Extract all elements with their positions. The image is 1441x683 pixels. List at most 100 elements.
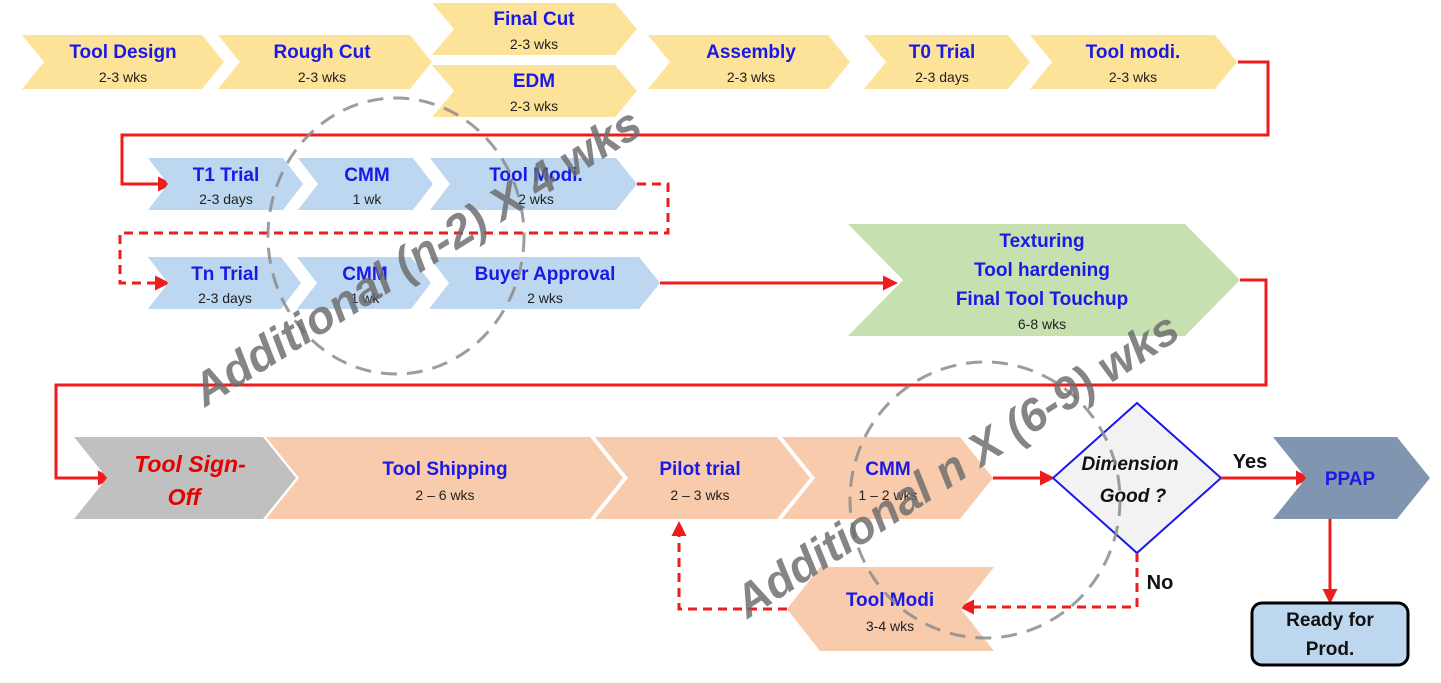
loop-ring	[266, 96, 526, 376]
stage-title: Tn Trial	[191, 264, 259, 285]
chevron-shape	[848, 224, 1240, 336]
decision-line-2: Good ?	[1100, 486, 1167, 507]
stage-cmm-2: CMM 1 wk	[297, 257, 431, 309]
stage-duration: 1 wk	[351, 290, 381, 306]
stage-title: CMM	[342, 264, 387, 285]
stage-title: T0 Trial	[909, 42, 976, 63]
stage-cmm-1: CMM 1 wk	[298, 158, 433, 210]
stage-duration: 2-3 wks	[298, 69, 346, 85]
stage-title: CMM	[344, 165, 389, 186]
chevron-shape	[432, 3, 637, 55]
stage-tool-modi-1: Tool modi. 2-3 wks	[1030, 35, 1237, 89]
signoff-line-2: Off	[168, 484, 203, 510]
loop-arrow-to-pilot-trial	[671, 521, 787, 611]
stage-assembly: Assembly 2-3 wks	[648, 35, 850, 89]
stage-title: Buyer Approval	[475, 264, 616, 285]
stage-rough-cut: Rough Cut 2-3 wks	[218, 35, 432, 89]
decision-dimension-good: Dimension Good ?	[1051, 401, 1223, 555]
stage-duration: 2 – 3 wks	[670, 487, 729, 503]
stage-tool-design: Tool Design 2-3 wks	[22, 35, 224, 89]
chevron-shape	[297, 257, 431, 309]
flow-arrow-to-signoff	[54, 278, 1268, 486]
stage-title: Assembly	[706, 42, 796, 63]
stage-title: Tool Modi	[846, 590, 934, 611]
stage-t0-trial: T0 Trial 2-3 days	[864, 35, 1030, 89]
chevron-shape	[432, 65, 637, 117]
stage-duration: 1 wk	[353, 191, 383, 207]
chevron-shape	[429, 257, 660, 309]
stage-edm: EDM 2-3 wks	[432, 65, 637, 117]
stage-tool-signoff: Tool Sign- Off	[74, 437, 296, 519]
stage-duration: 2-3 days	[915, 69, 969, 85]
stage-duration: 2-3 wks	[510, 36, 558, 52]
chevron-shape	[22, 35, 224, 89]
stage-buyer-approval: Buyer Approval 2 wks	[429, 257, 660, 309]
no-label: No	[1147, 572, 1174, 594]
watermark-text: Additional (n-2) X 4 wks	[182, 97, 650, 417]
chevron-shape	[787, 567, 994, 651]
stage-title: Final Cut	[493, 9, 575, 30]
ready-line-1: Ready for	[1286, 610, 1374, 631]
stage-duration: 2-3 wks	[510, 98, 558, 114]
stage-line-3: Final Tool Touchup	[956, 289, 1128, 310]
loop-watermark-1: Additional (n-2) X 4 wks	[182, 96, 650, 417]
chevron-shape	[430, 158, 637, 210]
stage-duration: 2 wks	[527, 290, 563, 306]
chevron-shape	[298, 158, 433, 210]
stage-duration: 6-8 wks	[1018, 316, 1066, 332]
stage-line-2: Tool hardening	[974, 260, 1110, 281]
chevron-shape	[864, 35, 1030, 89]
ready-line-2: Prod.	[1306, 639, 1355, 660]
chevron-shape	[148, 257, 301, 309]
ready-box	[1250, 601, 1410, 667]
stage-duration: 2-3 wks	[99, 69, 147, 85]
chevron-shape	[782, 437, 993, 519]
loop-arrow-no	[959, 553, 1139, 615]
stage-title: CMM	[865, 459, 910, 480]
stage-title: Tool Shipping	[382, 459, 507, 480]
stage-line-1: Texturing	[999, 231, 1084, 252]
yes-label: Yes	[1233, 451, 1267, 473]
stage-finishing: Texturing Tool hardening Final Tool Touc…	[848, 224, 1240, 336]
stage-tn-trial: Tn Trial 2-3 days	[148, 257, 301, 309]
stage-tool-modi-3: Tool Modi 3-4 wks	[787, 567, 994, 651]
chevron-shape	[74, 437, 296, 519]
chevron-shape	[1273, 437, 1430, 519]
loop-ring	[848, 360, 1122, 640]
stage-title: Tool modi.	[1086, 42, 1181, 63]
chevron-shape	[1030, 35, 1237, 89]
chevron-shape	[218, 35, 432, 89]
stage-ppap: PPAP	[1273, 437, 1430, 519]
chevron-shape	[648, 35, 850, 89]
stage-title: Tool Modi.	[489, 165, 583, 186]
stage-duration: 2-3 wks	[1109, 69, 1157, 85]
ready-for-prod: Ready for Prod.	[1250, 601, 1410, 667]
stage-duration: 2-3 wks	[727, 69, 775, 85]
stage-pilot-trial: Pilot trial 2 – 3 wks	[595, 437, 810, 519]
stage-duration: 3-4 wks	[866, 618, 914, 634]
signoff-line-1: Tool Sign-	[134, 451, 246, 477]
stage-title: Tool Design	[69, 42, 176, 63]
stage-t1-trial: T1 Trial 2-3 days	[148, 158, 303, 210]
decision-diamond	[1051, 401, 1223, 555]
loop-arrow-to-tn-trial	[118, 182, 670, 291]
stage-cmm-3: CMM 1 – 2 wks	[782, 437, 993, 519]
stage-duration: 2 wks	[518, 191, 554, 207]
stage-title: Pilot trial	[659, 459, 740, 480]
stage-title: EDM	[513, 71, 555, 92]
stage-title: Rough Cut	[273, 42, 371, 63]
chevron-shape	[595, 437, 810, 519]
stage-tool-shipping: Tool Shipping 2 – 6 wks	[266, 437, 623, 519]
flow-arrow-row1-to-t1	[120, 60, 1270, 192]
stage-title: PPAP	[1325, 469, 1376, 490]
decision-line-1: Dimension	[1081, 454, 1178, 475]
stage-duration: 2-3 days	[199, 191, 253, 207]
chevron-shape	[266, 437, 623, 519]
stage-duration: 1 – 2 wks	[858, 487, 917, 503]
chevron-shape	[148, 158, 303, 210]
stage-duration: 2 – 6 wks	[415, 487, 474, 503]
stage-duration: 2-3 days	[198, 290, 252, 306]
stage-tool-modi-2: Tool Modi. 2 wks	[430, 158, 637, 210]
stage-final-cut: Final Cut 2-3 wks	[432, 3, 637, 55]
